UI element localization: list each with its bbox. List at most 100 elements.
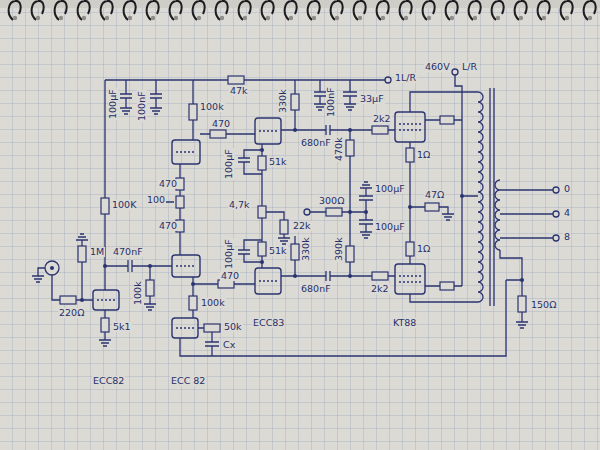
junction-dot <box>520 278 524 282</box>
junction-dot <box>364 210 368 214</box>
tube-symbol <box>93 112 425 338</box>
resistor-symbol <box>78 246 86 262</box>
terminal <box>304 209 310 215</box>
junction-dot <box>80 298 84 302</box>
junction-dot <box>348 210 352 214</box>
resistor-symbol <box>189 104 197 120</box>
resistor-symbol <box>440 116 454 124</box>
wire <box>32 268 93 300</box>
transformer <box>478 88 500 306</box>
wire <box>326 125 395 135</box>
wire <box>200 133 255 134</box>
component-value: 390k <box>334 236 344 262</box>
junction-dot <box>191 282 195 286</box>
terminal <box>553 235 559 241</box>
wire <box>350 182 373 212</box>
resistor-symbol <box>291 244 299 260</box>
component-value: 470nF <box>112 247 144 257</box>
resistor-symbol <box>176 196 184 208</box>
resistor-symbol <box>425 203 439 211</box>
wire <box>105 260 172 272</box>
wire <box>144 266 156 310</box>
component-value: 2k2 <box>372 114 392 124</box>
component-value: 100µF <box>224 148 234 180</box>
resistor-symbol <box>346 140 354 156</box>
wire <box>266 212 290 244</box>
wire <box>150 80 162 114</box>
terminal <box>452 69 458 75</box>
component-value: 100 <box>146 195 166 205</box>
resistor-symbol <box>60 296 76 304</box>
resistor-symbol <box>228 76 244 84</box>
resistor-symbol <box>258 156 266 170</box>
wire <box>343 80 357 110</box>
tube-symbol <box>97 124 421 328</box>
component-value: 50k <box>223 322 243 332</box>
wire <box>326 271 395 281</box>
component-value: 100k <box>133 280 143 306</box>
component-value: 100nF <box>326 86 336 118</box>
transformer <box>478 92 483 302</box>
junction-dot <box>260 148 264 152</box>
junction-dot <box>293 274 297 278</box>
wire <box>359 212 373 238</box>
component-value: 470k <box>334 136 344 162</box>
terminal <box>553 211 559 217</box>
component-value: 470 <box>220 271 240 281</box>
resistor-symbol <box>189 296 197 310</box>
resistor-symbol <box>210 130 226 138</box>
wire <box>76 234 88 300</box>
resistor-symbol <box>280 220 288 234</box>
tube-type: KT88 <box>392 318 417 328</box>
component-value: 470 <box>158 179 178 189</box>
tube-symbol <box>395 264 425 294</box>
resistor-symbol <box>204 324 220 332</box>
junction-dot <box>293 128 297 132</box>
wire <box>104 80 105 290</box>
resistor-symbol <box>146 280 154 296</box>
junction-dot <box>50 128 524 302</box>
resistor-symbol <box>326 208 342 216</box>
wire <box>500 190 553 238</box>
resistor-symbol <box>60 76 526 332</box>
resistor-symbol <box>346 246 354 262</box>
wire <box>99 310 111 346</box>
wire <box>455 75 478 286</box>
resistor-symbol <box>372 126 388 134</box>
terminal-label: L/R <box>461 62 478 72</box>
component-value: 100µF <box>108 88 118 120</box>
component-value: 1M <box>89 247 105 257</box>
resistor-symbol <box>291 94 299 110</box>
component-value: 1Ω <box>416 150 431 160</box>
paper <box>0 8 600 450</box>
tube-type: ECC83 <box>252 318 285 328</box>
wire <box>500 250 528 328</box>
component-value: Cx <box>222 340 236 350</box>
component-value: 5k1 <box>112 322 132 332</box>
wire <box>425 120 462 286</box>
component-value: 4,7k <box>228 200 251 210</box>
terminal <box>45 69 559 275</box>
junction-dot <box>103 264 107 268</box>
component-value: 100K <box>111 200 137 210</box>
resistor-symbol <box>406 148 414 162</box>
component-value: 300Ω <box>318 196 345 206</box>
resistor-symbol <box>440 282 454 290</box>
resistor-symbol <box>101 198 109 214</box>
tube-symbol <box>395 112 425 142</box>
junction-dot <box>460 194 464 198</box>
wire <box>180 280 522 356</box>
junction-dot <box>348 274 352 278</box>
component-value: 47Ω <box>424 190 445 200</box>
tube-type: ECC82 <box>92 376 125 386</box>
transformer <box>495 180 500 250</box>
component-value: 100µF <box>224 238 234 270</box>
resistor-symbol <box>101 318 109 332</box>
terminal-label: 1L/R <box>394 73 417 83</box>
component-value: 100nF <box>137 90 147 122</box>
component-value: 2k2 <box>370 284 390 294</box>
component-value: 1Ω <box>416 244 431 254</box>
paper <box>0 8 600 450</box>
component-value: 100µF <box>374 222 406 232</box>
